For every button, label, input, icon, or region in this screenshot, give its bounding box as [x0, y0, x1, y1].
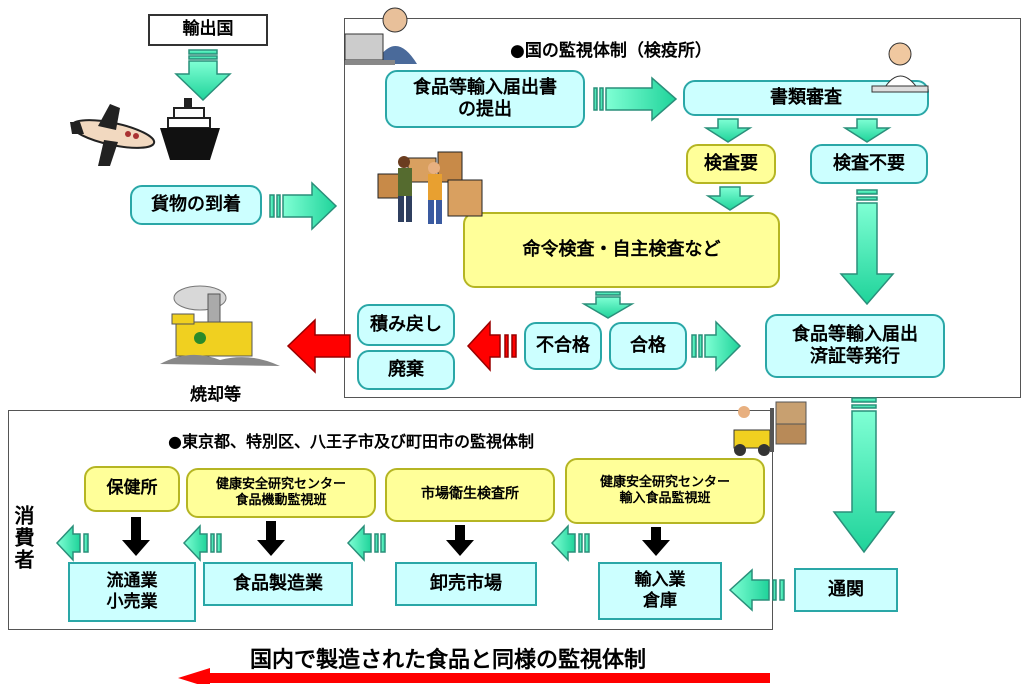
reshipment-box: 積み戻し: [357, 304, 455, 346]
arrow-down-certificate-customs: [832, 397, 896, 554]
incinerator-icon: [160, 285, 280, 366]
fail-box: 不合格: [524, 322, 602, 370]
cargo-arrival-box: 貨物の到着: [130, 185, 262, 225]
arrow-down-export: [174, 49, 232, 102]
pass-box: 合格: [609, 322, 687, 370]
import-team-box: 健康安全研究センター 輸入食品監視班: [565, 458, 765, 524]
export-country-box: 輸出国: [148, 14, 268, 46]
airplane-icon: [70, 104, 156, 166]
mobile-team-box: 健康安全研究センター 食品機動監視班: [186, 468, 376, 518]
certificate-box: 食品等輸入届出 済証等発行: [765, 314, 945, 378]
arrow-right-cargo: [269, 181, 338, 231]
national-title: ●国の監視体制（検疫所）: [510, 41, 712, 61]
health-center-box: 保健所: [84, 466, 180, 512]
tokyo-frame: [8, 410, 773, 630]
inspection-required-box: 検査要: [686, 144, 776, 184]
inspection-not-required-box: 検査不要: [810, 144, 928, 184]
market-station-box: 市場衛生検査所: [385, 468, 555, 522]
wholesale-box: 卸売市場: [395, 562, 537, 606]
footer-caption: 国内で製造された食品と同様の監視体制: [250, 648, 647, 673]
tokyo-title: ●東京都、特別区、八王子市及び町田市の監視体制: [168, 432, 534, 451]
incineration-label: 焼却等: [190, 385, 241, 405]
importer-box: 輸入業 倉庫: [598, 562, 722, 620]
document-review-box: 書類審査: [683, 80, 929, 116]
notification-box: 食品等輸入届出書 の提出: [385, 70, 585, 128]
arrow-left-disposal: [286, 318, 351, 374]
customs-box: 通関: [794, 568, 898, 612]
disposal-box: 廃棄: [357, 350, 455, 390]
manufacturing-box: 食品製造業: [203, 562, 353, 606]
ship-icon: [160, 98, 220, 160]
distribution-box: 流通業 小売業: [68, 562, 196, 622]
consumer-label: 消費者: [11, 505, 35, 571]
ordered-inspection-box: 命令検査・自主検査など: [463, 212, 780, 288]
